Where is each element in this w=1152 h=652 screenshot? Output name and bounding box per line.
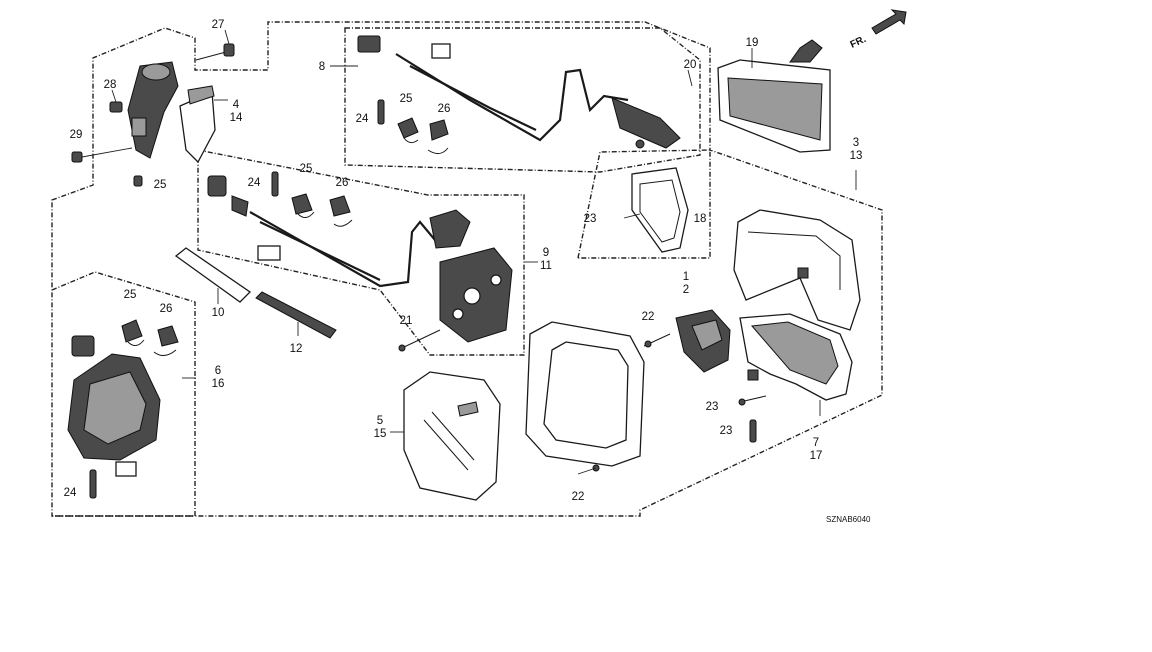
subframe-mirror-glass-18 (577, 149, 711, 259)
part-label-24-harness-9: 24 (248, 177, 261, 189)
screw-24-harness-8 (377, 99, 385, 125)
part-label-23-mirror-glass: 23 (584, 213, 597, 225)
part-label-22-lower: 22 (572, 491, 585, 503)
part-label-26-harness-8: 26 (438, 103, 451, 115)
mirror-base-cover (179, 85, 228, 164)
part-label-26-harness-9: 26 (336, 177, 349, 189)
drawing-code: SZNAB6040 (826, 515, 871, 524)
harness-8 (330, 35, 693, 149)
part-label-25-actuator: 25 (124, 289, 137, 301)
rearview-mirror-19 (717, 39, 831, 153)
part-label-23-upper: 23 (706, 401, 719, 413)
clip-25-actuator (121, 319, 145, 346)
screw-21 (398, 329, 441, 352)
subframe-harness-9 (197, 149, 525, 356)
part-label-23-lower: 23 (720, 425, 733, 437)
subframe-harness-8 (344, 27, 701, 173)
mirror-glass-18 (623, 167, 689, 253)
mirror-glass-5 (390, 371, 501, 501)
part-label-10: 10 (212, 307, 225, 319)
part-label-21: 21 (400, 315, 413, 327)
clip-26-harness-9 (329, 195, 353, 227)
part-label-12: 12 (290, 343, 303, 355)
clip-28 (109, 89, 123, 113)
part-label-24-actuator: 24 (64, 487, 77, 499)
screw-24-harness-9 (271, 171, 279, 197)
part-label-25-harness-8: 25 (400, 93, 413, 105)
part-label-20: 20 (684, 59, 697, 71)
clip-26-actuator (153, 325, 179, 356)
base-bracket (127, 61, 179, 159)
part-label-25-harness-9: 25 (300, 163, 313, 175)
screw-23-upper (738, 395, 767, 406)
part-label-22-upper: 22 (642, 311, 655, 323)
part-label-26-actuator: 26 (160, 303, 173, 315)
mirror-motor-1 (675, 309, 731, 373)
front-arrow-label: FR. (849, 34, 868, 51)
front-arrow-icon (871, 9, 907, 35)
screw-23-lower (749, 419, 757, 443)
clip-25-harness-8 (397, 117, 419, 144)
part-label-19: 19 (746, 37, 759, 49)
part-label-29: 29 (70, 129, 83, 141)
part-label-27: 27 (212, 19, 225, 31)
actuator-6 (67, 335, 196, 477)
part-label-24-harness-8: 24 (356, 113, 369, 125)
clip-26-harness-8 (427, 119, 449, 154)
screw-25-base (133, 175, 143, 187)
harness-9 (207, 175, 538, 343)
cable-12 (255, 291, 337, 339)
mirror-housing-frame (525, 321, 645, 475)
mirror-housing-base (739, 313, 853, 416)
part-label-8: 8 (319, 61, 325, 73)
part-label-28: 28 (104, 79, 117, 91)
nut-29 (71, 147, 133, 163)
screw-22-upper (643, 333, 671, 348)
subframe-motor-6 (51, 271, 196, 517)
part-label-18: 18 (694, 213, 707, 225)
clip-25-harness-9 (291, 193, 315, 218)
outer-assembly-frame (51, 21, 883, 517)
mirror-housing-cap (733, 170, 861, 331)
grommet-10 (174, 247, 252, 304)
part-label-25-base: 25 (154, 179, 167, 191)
screw-27 (195, 29, 235, 61)
screw-24-actuator (89, 469, 97, 499)
